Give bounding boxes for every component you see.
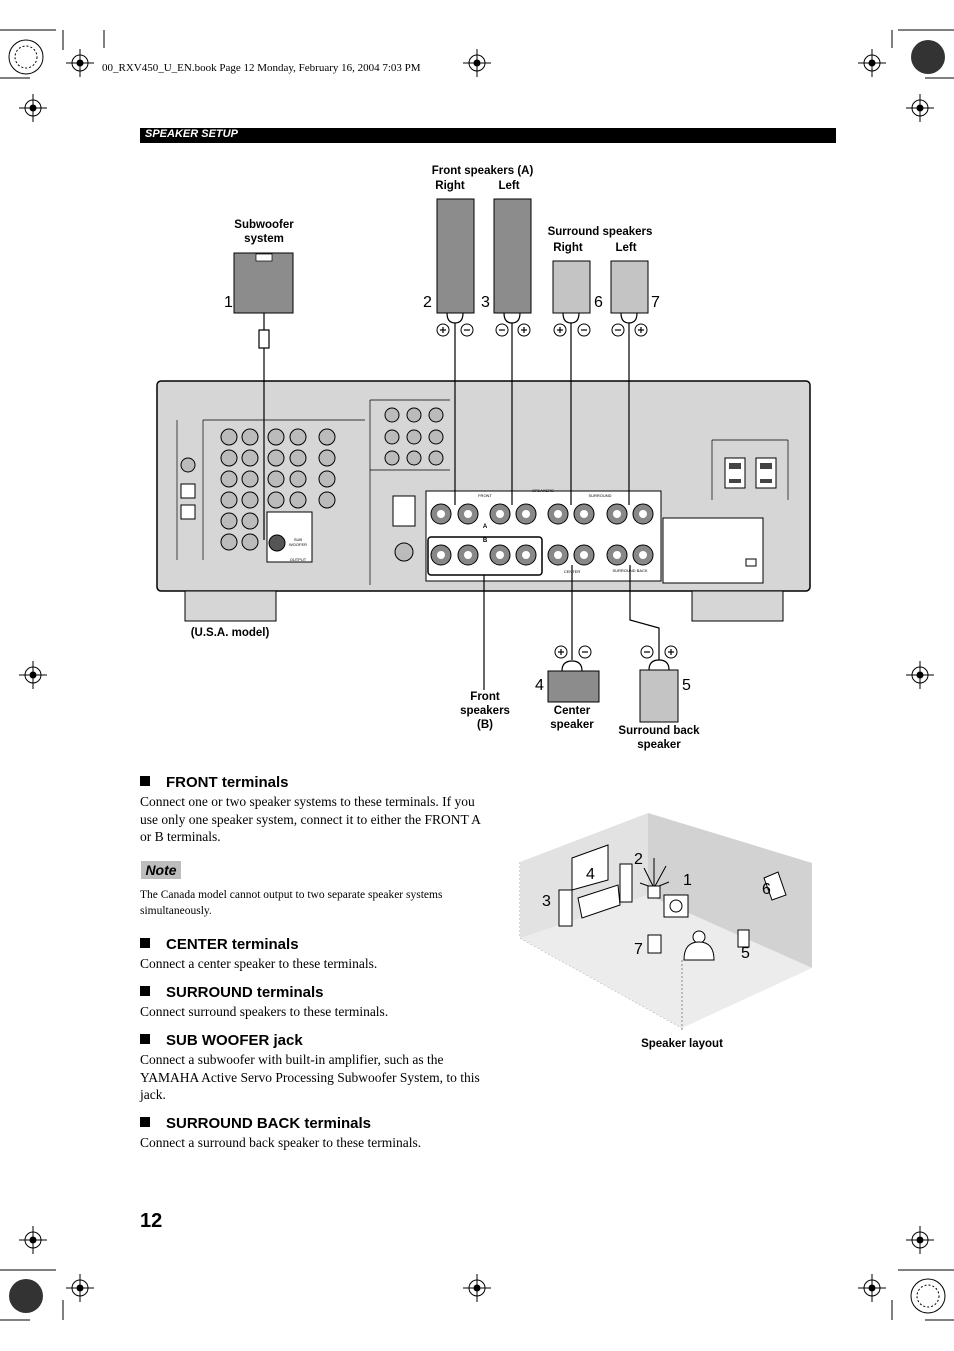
section-band-label: SPEAKER SETUP — [145, 128, 238, 140]
surround-terminals-body: Connect surround speakers to these termi… — [140, 1004, 389, 1019]
subwoofer-label: Subwoofer system — [224, 218, 304, 246]
section-band: SPEAKER SETUP — [140, 128, 836, 143]
label-woofer: WOOFER — [289, 542, 307, 547]
layout-number-2: 2 — [634, 851, 643, 868]
speaker-layout-room — [519, 813, 812, 1030]
surround-left-label: Left — [615, 242, 637, 254]
label-sub: SUB — [294, 537, 303, 542]
diagram-number-5: 5 — [682, 677, 691, 694]
subwoofer-label-line2: system — [244, 233, 284, 245]
layout-number-4: 4 — [586, 866, 595, 883]
front-b-line3: (B) — [477, 719, 493, 731]
diagram-number-7: 7 — [651, 294, 660, 311]
diagram-number-2: 2 — [423, 294, 432, 311]
diagram-number-4: 4 — [535, 677, 544, 694]
surround-back-speaker — [639, 669, 679, 723]
label-a: A — [483, 524, 488, 530]
layout-number-6: 6 — [762, 881, 771, 898]
label-surround: SURROUND — [588, 493, 611, 498]
center-line1: Center — [553, 705, 591, 717]
layout-number-5: 5 — [741, 945, 750, 962]
surround-right-speaker — [552, 260, 591, 314]
center-terminals-heading: CENTER terminals — [140, 936, 299, 953]
front-speakers-a-title: Front speakers (A) — [431, 165, 534, 177]
center-terminals-body: Connect a center speaker to these termin… — [140, 956, 378, 971]
front-b-line1: Front — [470, 691, 500, 703]
surround-speakers-title: Surround speakers — [547, 226, 653, 238]
usa-model-label: (U.S.A. model) — [190, 627, 270, 639]
surround-right-label: Right — [553, 242, 583, 254]
subwoofer-box — [233, 252, 294, 314]
front-b-line2: speakers — [460, 705, 510, 717]
surround-back-line2: speaker — [637, 739, 681, 751]
file-header: 00_RXV450_U_EN.book Page 12 Monday, Febr… — [102, 62, 421, 74]
diagram-number-6: 6 — [594, 294, 603, 311]
center-speaker-label: Center speaker — [537, 704, 607, 732]
surround-back-line1: Surround back — [618, 725, 700, 737]
label-b: B — [483, 538, 488, 544]
label-output: OUTPUT — [290, 557, 307, 562]
speaker-layout-caption: Speaker layout — [641, 1038, 723, 1050]
surround-back-speaker-label: Surround back speaker — [606, 724, 712, 752]
center-line2: speaker — [550, 719, 594, 731]
surround-left-speaker — [610, 260, 649, 314]
receiver-foot-right — [691, 590, 784, 622]
front-right-speaker — [436, 198, 475, 314]
layout-number-7: 7 — [634, 941, 643, 958]
diagram-number-3: 3 — [481, 294, 490, 311]
sub-woofer-jack-body: Connect a subwoofer with built-in amplif… — [140, 1052, 480, 1102]
note-text: The Canada model cannot output to two se… — [140, 889, 443, 917]
diagram-number-1: 1 — [224, 294, 233, 311]
sub-woofer-jack-heading: SUB WOOFER jack — [140, 1032, 303, 1049]
front-speakers-b-label: Front speakers (B) — [450, 690, 520, 732]
surround-back-terminals-body: Connect a surround back speaker to these… — [140, 1135, 422, 1150]
note-label: Note — [141, 861, 181, 879]
sub-woofer-jack — [268, 534, 286, 552]
page-number: 12 — [140, 1210, 163, 1232]
receiver-foot-left — [184, 590, 277, 622]
front-left-speaker — [493, 198, 532, 314]
surround-back-terminals-heading: SURROUND BACK terminals — [140, 1115, 371, 1132]
surround-terminals-heading: SURROUND terminals — [140, 984, 324, 1001]
subwoofer-label-line1: Subwoofer — [234, 219, 294, 231]
label-front: FRONT — [478, 493, 492, 498]
front-terminals-body: Connect one or two speaker systems to th… — [140, 794, 481, 844]
front-left-label: Left — [498, 180, 520, 192]
label-speakers: SPEAKERS — [532, 488, 554, 493]
front-right-label: Right — [435, 180, 465, 192]
front-terminals-heading: FRONT terminals — [140, 774, 289, 791]
layout-number-3: 3 — [542, 893, 551, 910]
center-speaker — [547, 670, 600, 703]
layout-number-1: 1 — [683, 872, 692, 889]
